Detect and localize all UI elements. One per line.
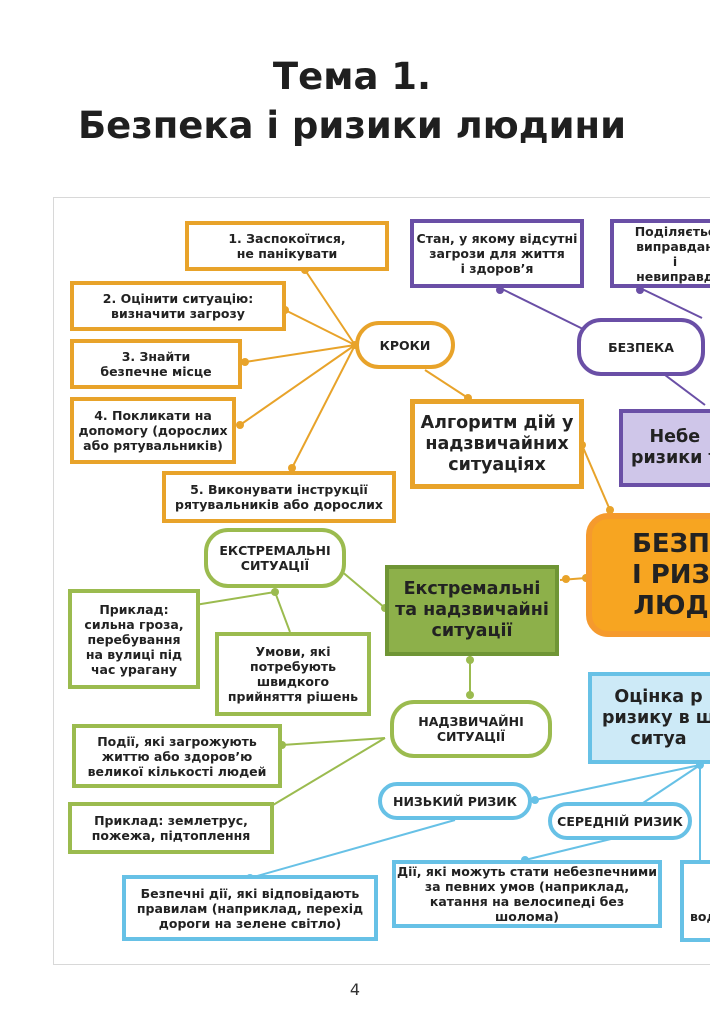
unsafe-risks-node: Небе ризики т xyxy=(619,409,710,487)
step-1-box: 1. Заспокоїтися, не панікувати xyxy=(185,221,389,271)
topic-number: Тема 1. xyxy=(272,55,432,98)
step-2-box: 2. Оцінити ситуацію: визначити загрозу xyxy=(70,281,286,331)
risk-evaluation-node: Оцінка р ризику в щ ситуа xyxy=(588,672,710,764)
emergency-situations-label: НАДЗВИЧАЙНІ СИТУАЦІЇ xyxy=(390,700,552,758)
extreme-conditions-box: Умови, які потребують швидкого прийняття… xyxy=(215,632,371,716)
medium-risk-description: Дії, які можуть стати небезпечними за пе… xyxy=(392,860,662,928)
step-4-box: 4. Покликати на допомогу (дорослих або р… xyxy=(70,397,236,464)
high-risk-description: вод xyxy=(680,860,710,942)
extreme-example-box: Приклад: сильна гроза, перебування на ву… xyxy=(68,589,200,689)
kroky-node: КРОКИ xyxy=(355,321,455,369)
low-risk-label: НИЗЬКИЙ РИЗИК xyxy=(378,782,532,820)
step-3-box: 3. Знайти безпечне місце xyxy=(70,339,242,389)
safety-definition-box: Стан, у якому відсутні загрози для життя… xyxy=(410,219,584,288)
bezpeka-node: БЕЗПЕКА xyxy=(577,318,705,376)
justified-risks-box: Поділяєтьс виправдан і невиправд xyxy=(610,219,710,288)
extreme-emergency-node: Екстремальні та надзвичайні ситуації xyxy=(385,565,559,656)
step-5-box: 5. Виконувати інструкції рятувальників а… xyxy=(162,471,396,523)
page-number: 4 xyxy=(349,980,361,999)
algorithm-node: Алгоритм дій у надзвичайних ситуаціях xyxy=(410,399,584,489)
central-topic-node: БЕЗП І РИЗ ЛЮД xyxy=(586,513,710,637)
emergency-example-box: Приклад: землетрус, пожежа, підтоплення xyxy=(68,802,274,854)
page-title: Безпека і ризики людини xyxy=(77,104,627,147)
extreme-situations-label: ЕКСТРЕМАЛЬНІ СИТУАЦІЇ xyxy=(204,528,346,588)
low-risk-description: Безпечні дії, які відповідають правилам … xyxy=(122,875,378,941)
emergency-events-box: Події, які загрожують життю або здоров’ю… xyxy=(72,724,282,788)
medium-risk-label: СЕРЕДНІЙ РИЗИК xyxy=(548,802,692,840)
